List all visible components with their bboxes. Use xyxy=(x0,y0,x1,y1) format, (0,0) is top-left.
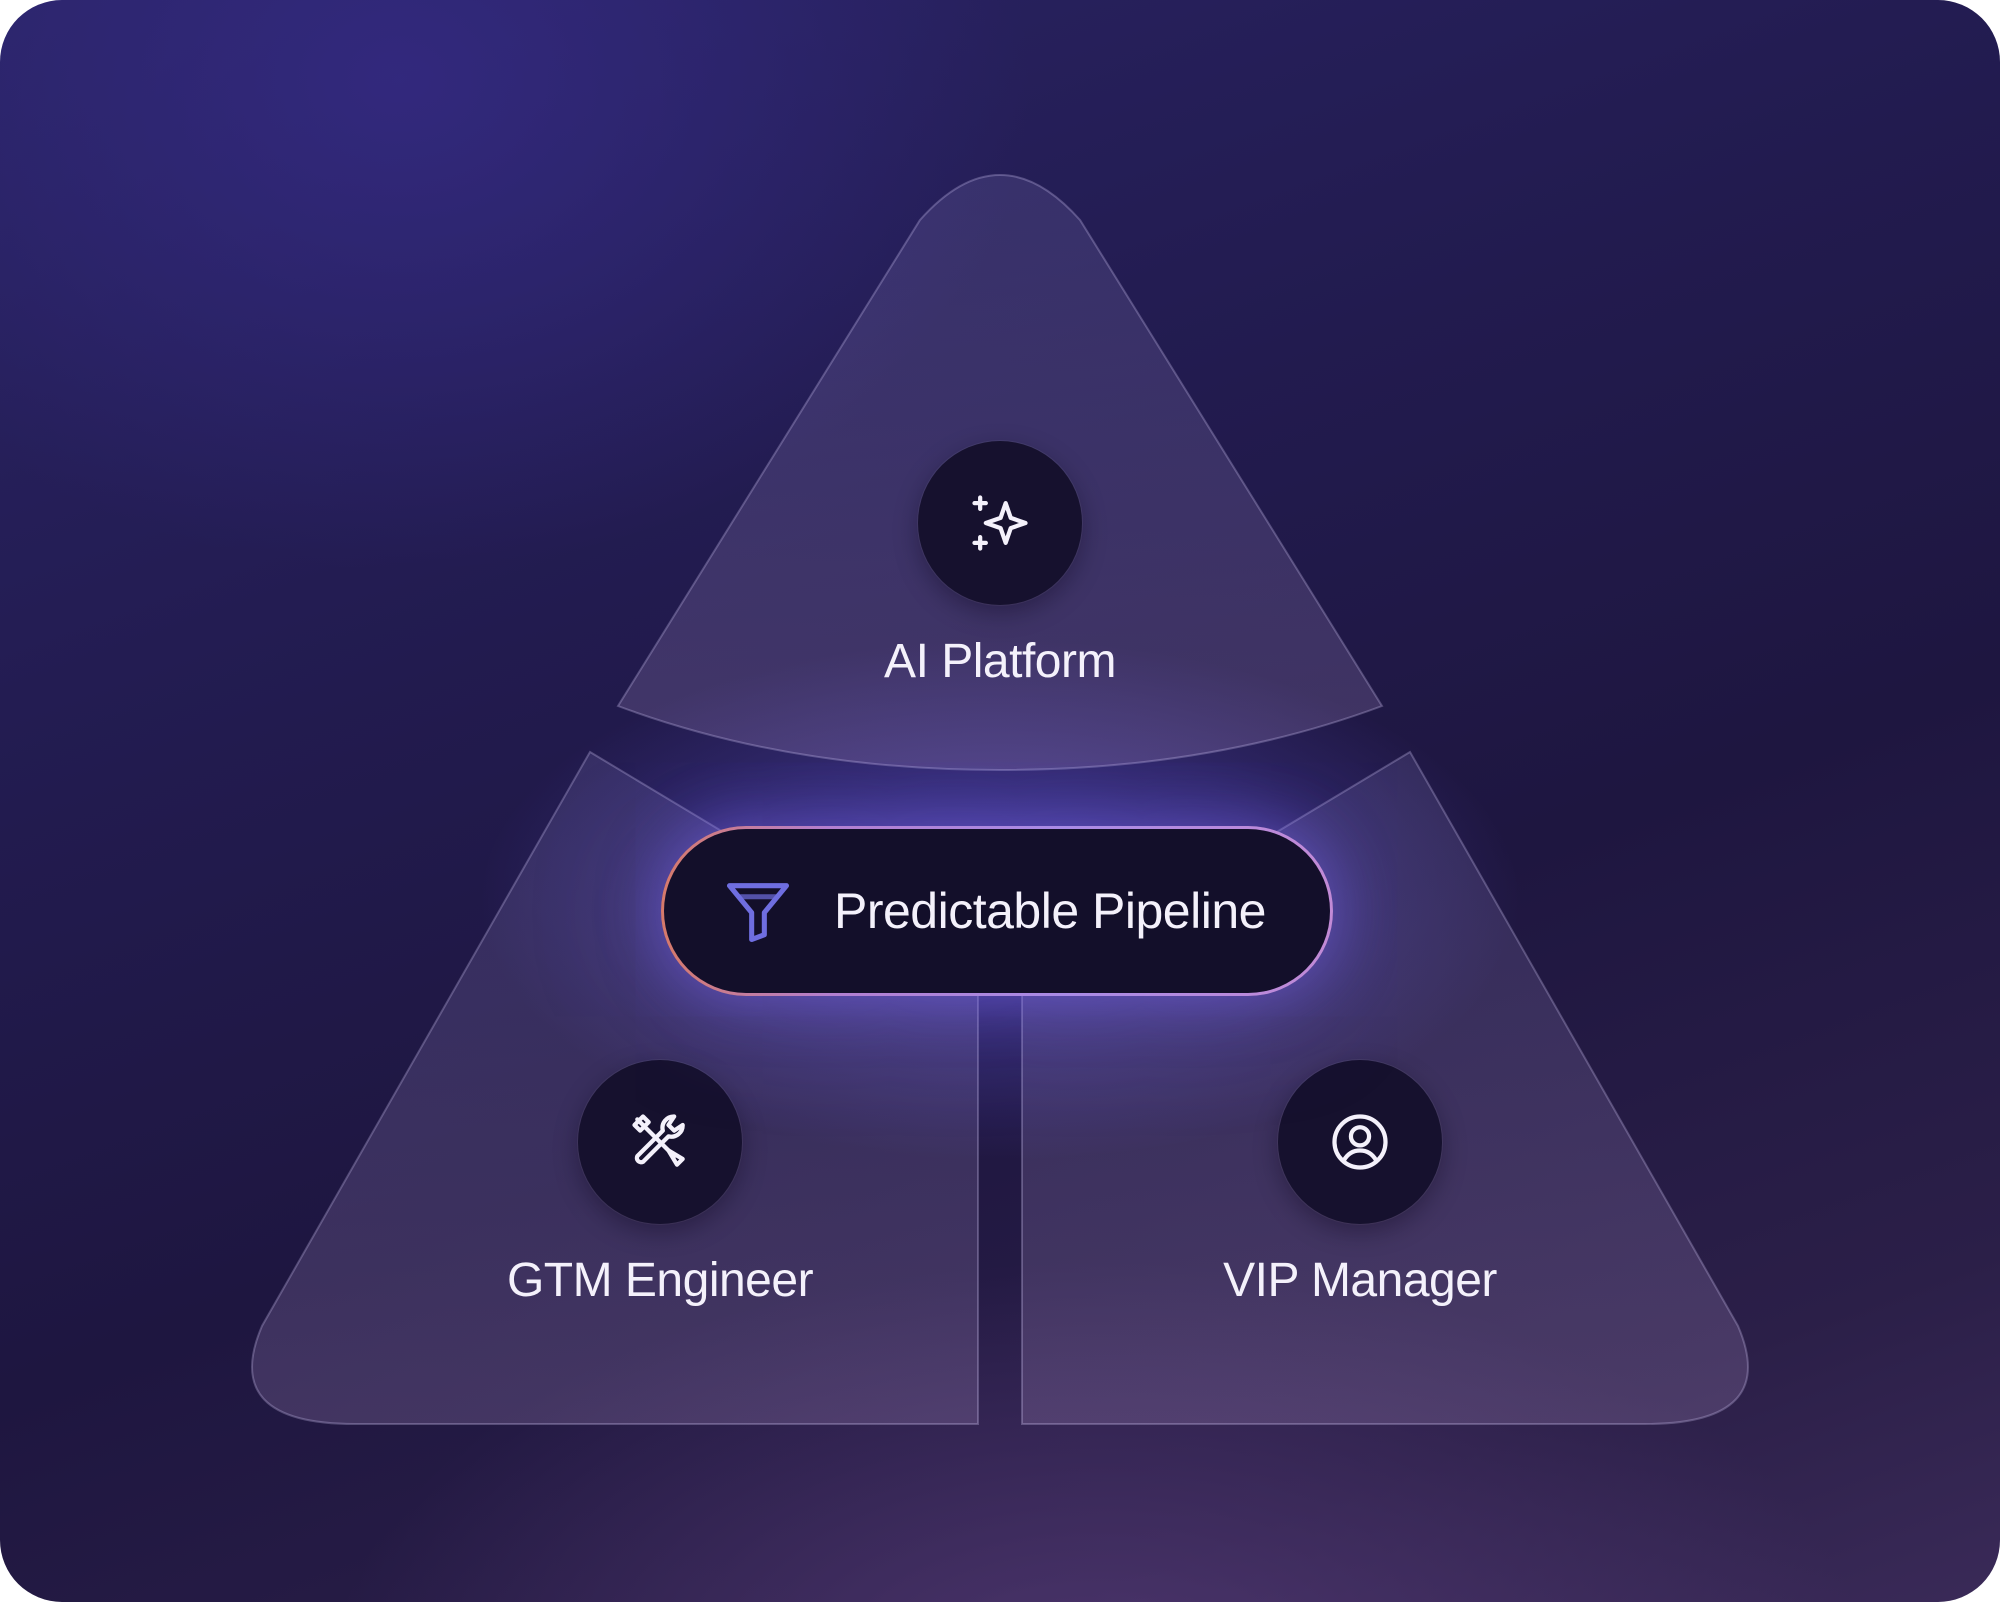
user-circle-icon xyxy=(1332,1114,1388,1170)
predictable-pipeline-label: Predictable Pipeline xyxy=(834,883,1266,939)
predictable-pipeline-pill-inner: Predictable Pipeline xyxy=(664,829,1330,993)
vip-manager-icon-badge xyxy=(1278,1060,1442,1224)
funnel-icon xyxy=(726,883,790,943)
predictable-pipeline-pill: Predictable Pipeline xyxy=(661,826,1333,996)
sparkles-icon xyxy=(972,495,1028,551)
tools-icon xyxy=(632,1114,685,1167)
ai-platform-icon-badge xyxy=(918,441,1082,605)
gtm-engineer-label: GTM Engineer xyxy=(506,1254,814,1307)
ai-platform-label: AI Platform xyxy=(884,635,1116,688)
gtm-engineer-icon-badge xyxy=(578,1060,742,1224)
vip-manager-label: VIP Manager xyxy=(1223,1254,1497,1307)
